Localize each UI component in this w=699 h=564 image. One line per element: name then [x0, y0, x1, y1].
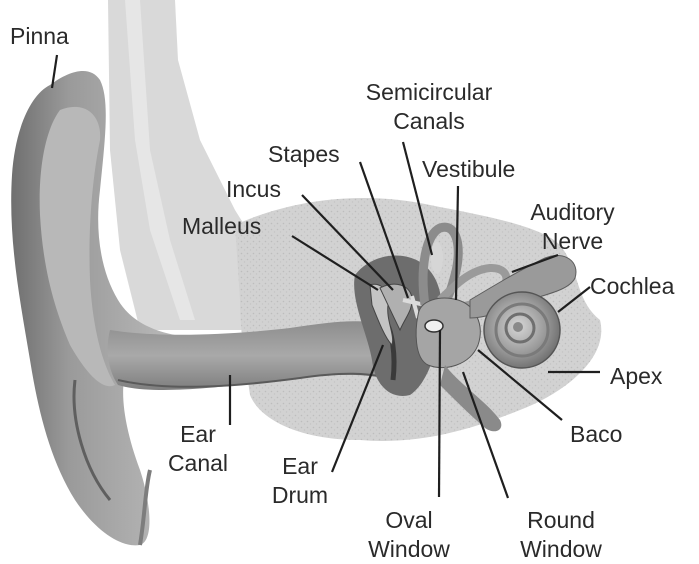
- label-pinna: Pinna: [10, 22, 69, 51]
- label-auditory-nerve: Auditory Nerve: [510, 198, 635, 256]
- label-ear-canal: Ear Canal: [152, 420, 244, 478]
- label-baco: Baco: [570, 420, 622, 449]
- label-round-window: Round Window: [500, 506, 622, 564]
- label-cochlea: Cochlea: [590, 272, 674, 301]
- label-oval-window: Oval Window: [354, 506, 464, 564]
- label-malleus: Malleus: [182, 212, 261, 241]
- label-incus: Incus: [226, 175, 281, 204]
- label-semicircular-canals: Semicircular Canals: [346, 78, 512, 136]
- label-apex: Apex: [610, 362, 662, 391]
- oval-window-leader: [439, 330, 440, 497]
- label-stapes: Stapes: [268, 140, 340, 169]
- label-ear-drum: Ear Drum: [262, 452, 338, 510]
- label-vestibule: Vestibule: [422, 155, 515, 184]
